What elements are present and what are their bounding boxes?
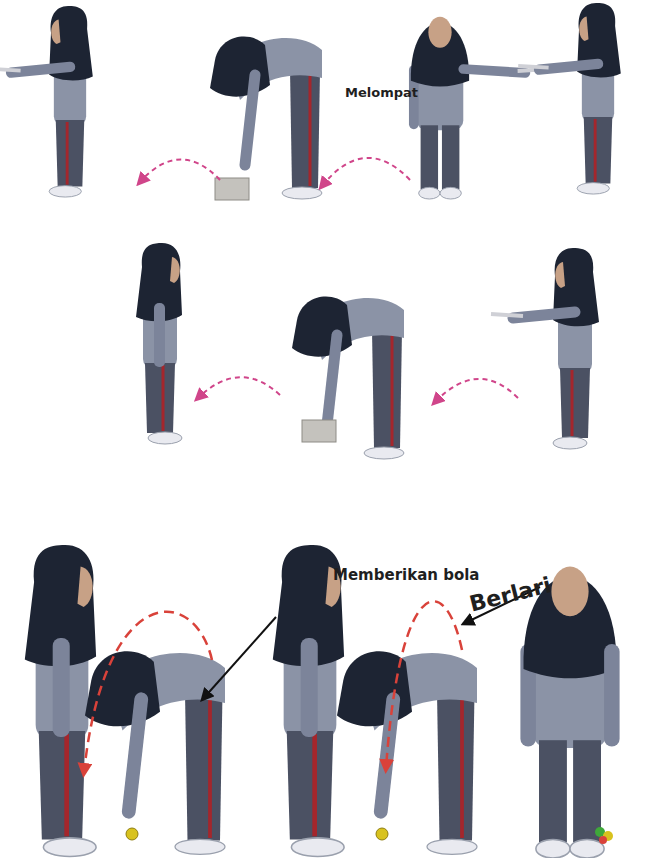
student-figure (292, 297, 404, 459)
movement-arc (322, 158, 410, 186)
student-figure (518, 3, 621, 194)
student-body (520, 567, 616, 858)
student-figure (25, 545, 96, 857)
ball (599, 836, 607, 844)
movement-arc (140, 159, 220, 182)
student-body (553, 248, 599, 449)
movement-arc (84, 612, 212, 772)
student-figure (491, 248, 599, 449)
student-figure (0, 6, 93, 197)
student-body (210, 37, 322, 199)
student-arm (301, 638, 318, 737)
movement-arc (386, 601, 462, 768)
student-arm (53, 638, 70, 737)
box-obstacle (215, 178, 249, 200)
student-body (577, 3, 621, 194)
ball (376, 828, 388, 840)
student-figure (210, 37, 322, 199)
student-arm (0, 67, 70, 73)
student-figure (136, 243, 182, 444)
student-body (49, 6, 93, 197)
student-body (292, 297, 404, 459)
movement-arc (198, 377, 280, 398)
student-arm (518, 64, 598, 70)
direction-arrow (202, 617, 276, 700)
student-figure (273, 545, 344, 857)
ball (126, 828, 138, 840)
student-figure (337, 651, 477, 854)
student-body (85, 651, 225, 854)
student-body (273, 545, 344, 857)
step-label: Memberikan bola (333, 568, 479, 583)
student-body (337, 651, 477, 854)
box-obstacle (302, 420, 336, 442)
student-figure (520, 567, 619, 858)
student-figure (409, 17, 549, 199)
student-arm (463, 69, 525, 73)
student-arm (604, 644, 620, 746)
student-arm (154, 303, 165, 367)
student-body (409, 17, 469, 199)
student-body (136, 243, 182, 444)
student-arm (491, 312, 575, 318)
movement-arc (435, 379, 518, 402)
student-figure (85, 651, 225, 854)
step-label: Melompat (345, 86, 418, 99)
student-body (25, 545, 96, 857)
